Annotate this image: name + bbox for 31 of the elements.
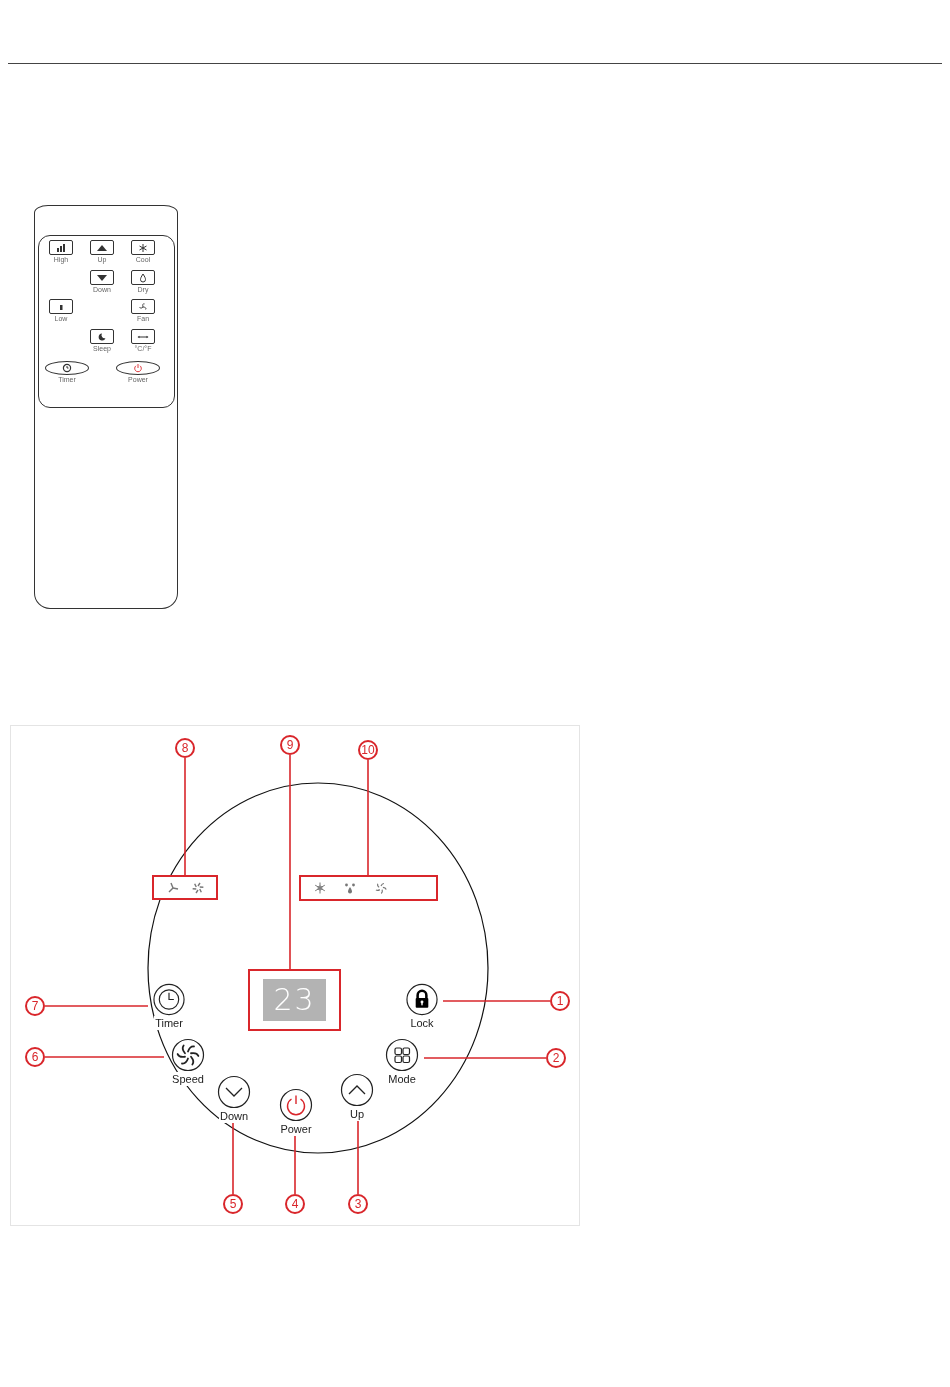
- indicator-box: [299, 875, 438, 901]
- indicator-box: [152, 875, 218, 900]
- button-label: Up: [348, 1107, 366, 1121]
- callout-number: 7: [25, 996, 45, 1016]
- callout-number: 6: [25, 1047, 45, 1067]
- callout-number: 3: [348, 1194, 368, 1214]
- leader-line: [367, 759, 369, 876]
- leader-line: [357, 1120, 359, 1195]
- callout-number: 5: [223, 1194, 243, 1214]
- button-label: Mode: [387, 1072, 417, 1086]
- callout-number: 2: [546, 1048, 566, 1068]
- digital-display: 23: [263, 979, 326, 1021]
- callout-number: 4: [285, 1194, 305, 1214]
- leader-line: [294, 1135, 296, 1195]
- callout-number: 1: [550, 991, 570, 1011]
- display-outline: [248, 969, 341, 1031]
- callout-number: 8: [175, 738, 195, 758]
- leader-line: [232, 1122, 234, 1195]
- button-label: Down: [218, 1109, 250, 1123]
- button-label: Power: [279, 1122, 313, 1136]
- leader-line: [442, 1000, 551, 1002]
- leader-line: [423, 1057, 547, 1059]
- leader-line: [44, 1005, 149, 1007]
- callout-number: 10: [358, 740, 378, 760]
- button-label: Lock: [409, 1016, 435, 1030]
- callout-number: 9: [280, 735, 300, 755]
- leader-line: [289, 754, 291, 970]
- leader-line: [44, 1056, 165, 1058]
- button-label: Timer: [154, 1016, 184, 1030]
- button-label: Speed: [171, 1072, 205, 1086]
- leader-line: [184, 757, 186, 876]
